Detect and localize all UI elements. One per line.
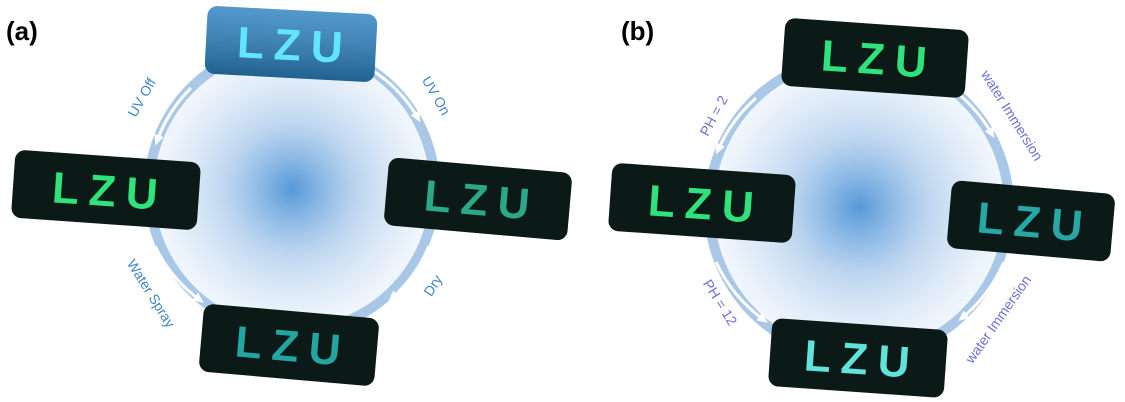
panel-a-arrow-water-spray [153, 245, 204, 303]
panel-b-label: (b) [621, 16, 654, 46]
panel-b: (b) PH = 2 water Immersion PH = 12 water… [608, 16, 1115, 398]
panel-a-badge-bottom-text: LZU [233, 317, 352, 376]
panel-a-arrow-uv-off [154, 86, 193, 146]
panel-a-badge-left: LZU [11, 150, 201, 230]
panel-b-badge-bottom: LZU [768, 318, 948, 398]
panel-a-badge-bottom: LZU [199, 304, 379, 386]
panel-b-badge-bottom-text: LZU [803, 331, 922, 388]
panel-b-badge-left-text: LZU [647, 176, 766, 233]
panel-b-badge-top: LZU [781, 18, 969, 98]
panel-b-badge-right: LZU [947, 180, 1115, 262]
panel-a-center-glow [149, 46, 435, 332]
panel-a-step-uv-off: UV Off [124, 75, 159, 119]
panel-a-step-uv-on: UV On [419, 73, 454, 117]
panel-b-arrow-water-immersion-bottom [958, 261, 1006, 322]
panel-b-badge-right-text: LZU [975, 193, 1094, 252]
panel-b-badge-top-text: LZU [820, 31, 939, 88]
panel-a-badge-top-text: LZU [236, 18, 354, 73]
panel-a: (a) UV Off UV On Water Spray Dry LZU LZU… [6, 6, 572, 386]
panel-a-badge-right: LZU [384, 157, 572, 241]
panel-b-arrow-ph12 [714, 261, 768, 323]
panel-b-center-glow [709, 57, 1009, 357]
panel-b-badge-left: LZU [608, 163, 796, 243]
panel-a-badge-right-text: LZU [422, 171, 541, 230]
panel-b-arrow-ph2 [716, 96, 757, 155]
panel-a-arrow-dry [388, 245, 431, 302]
panel-a-badge-left-text: LZU [51, 163, 170, 220]
panel-a-badge-top: LZU [204, 6, 378, 82]
panel-a-step-dry: Dry [420, 272, 445, 299]
panel-a-label: (a) [6, 16, 38, 46]
